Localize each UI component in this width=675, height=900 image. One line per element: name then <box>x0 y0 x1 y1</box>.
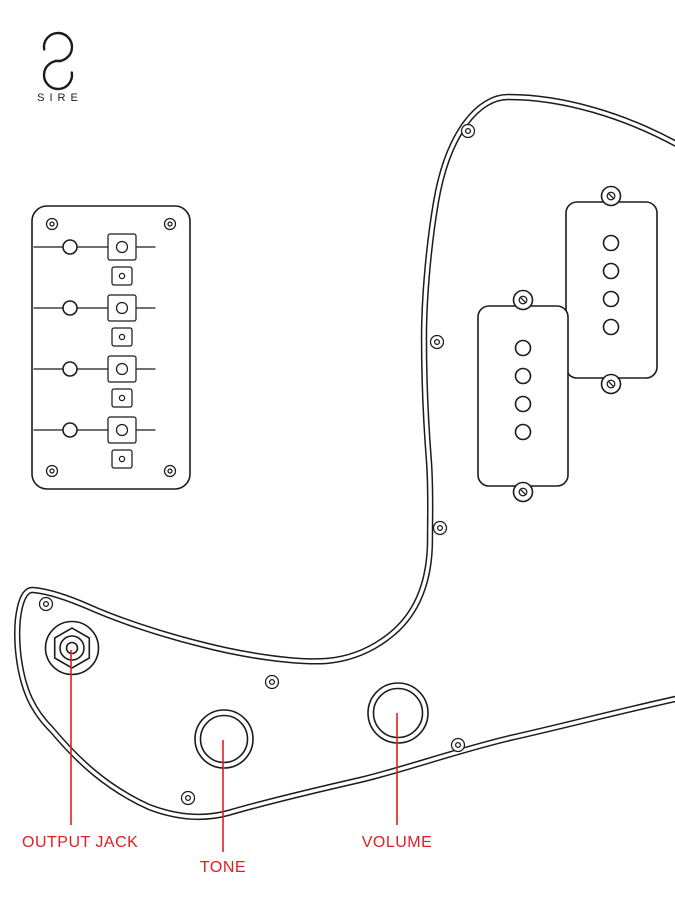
pickup-screw-icon <box>518 295 528 305</box>
pickup-screw-icon <box>606 379 616 389</box>
string-ferrule <box>62 361 78 377</box>
pickguard-screw-icon <box>38 596 54 612</box>
knob-inner <box>199 714 249 764</box>
pole-piece <box>514 423 532 441</box>
bridge-saddle <box>107 294 137 347</box>
logo-s-mark-icon <box>42 31 74 91</box>
tone-label: TONE <box>200 859 246 876</box>
saddle-spring-block <box>111 327 133 347</box>
pole-piece <box>602 234 620 252</box>
pole-piece <box>514 367 532 385</box>
annotations: OUTPUT JACK TONE VOLUME <box>22 650 432 876</box>
knob-inner <box>372 687 424 739</box>
output-jack <box>44 620 100 676</box>
logo-wordmark: SIRE <box>37 92 83 104</box>
string-ferrule <box>62 239 78 255</box>
pickguard-outline-inner <box>15 95 675 819</box>
pole-piece <box>602 318 620 336</box>
sire-logo: SIRE <box>37 31 83 104</box>
pole-piece <box>602 290 620 308</box>
tone-knob <box>194 709 254 769</box>
jack-tip <box>65 641 79 655</box>
pickguard-screw-icon <box>429 334 445 350</box>
pickguard <box>14 93 675 820</box>
pickguard-screw-icon <box>450 737 466 753</box>
string-ferrule <box>62 422 78 438</box>
split-pickup-lower-half <box>477 289 569 503</box>
volume-knob <box>367 682 429 744</box>
pole-piece <box>602 262 620 280</box>
bridge-saddle <box>107 355 137 408</box>
saddle-spring-block <box>111 266 133 286</box>
pole-piece <box>514 339 532 357</box>
saddle-spring-block <box>111 388 133 408</box>
bridge-mount-screw-icon <box>163 217 177 231</box>
pole-piece <box>514 395 532 413</box>
output-jack-label: OUTPUT JACK <box>22 834 138 851</box>
bridge-assembly <box>31 205 191 490</box>
pickguard-screw-icon <box>180 790 196 806</box>
bridge-saddle <box>107 233 137 286</box>
bridge-mount-screw-icon <box>45 217 59 231</box>
saddle-spring-block <box>111 449 133 469</box>
string-ferrule <box>62 300 78 316</box>
pickguard-screw-icon <box>432 520 448 536</box>
pickup-screw-icon <box>518 487 528 497</box>
split-pickup-upper-half <box>565 185 658 395</box>
pickup-screw-icon <box>606 191 616 201</box>
volume-label: VOLUME <box>362 834 433 851</box>
bridge-mount-screw-icon <box>163 464 177 478</box>
bridge-saddle <box>107 416 137 469</box>
bridge-plate <box>31 205 191 490</box>
bridge-mount-screw-icon <box>45 464 59 478</box>
pickguard-screw-icon <box>264 674 280 690</box>
pickup-cover <box>565 201 658 379</box>
pickguard-screw-icon <box>460 123 476 139</box>
